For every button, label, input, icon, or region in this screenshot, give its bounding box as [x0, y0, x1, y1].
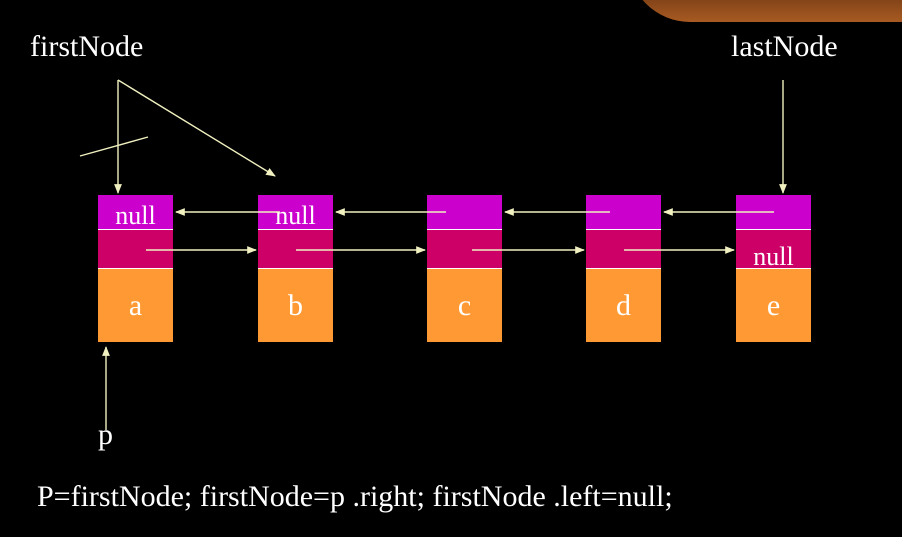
list-node-c: c	[427, 195, 502, 342]
node-data-field: a	[98, 268, 173, 342]
node-left-field	[736, 195, 811, 230]
node-right-text: null	[753, 242, 794, 271]
node-data-field: b	[258, 268, 333, 342]
node-left-field	[586, 195, 661, 230]
node-data-text: b	[288, 289, 303, 322]
code-line: P=firstNode; firstNode=p .right; firstNo…	[37, 480, 673, 513]
list-node-b: null b	[258, 195, 333, 342]
node-left-field	[427, 195, 502, 230]
first-node-label: firstNode	[30, 30, 144, 63]
node-right-field: null	[736, 230, 811, 271]
node-left-text: null	[115, 201, 156, 230]
list-node-e: null e	[736, 195, 811, 342]
node-right-field	[258, 230, 333, 268]
node-right-field	[98, 230, 173, 268]
node-right-field	[427, 230, 502, 268]
cancel-stroke	[79, 136, 149, 157]
node-left-text: null	[275, 201, 316, 230]
node-data-field: d	[586, 268, 661, 342]
node-data-text: c	[457, 289, 472, 322]
node-data-text: a	[128, 289, 143, 322]
decorative-corner-shape	[628, 0, 902, 22]
list-node-a: null a	[98, 195, 173, 342]
list-node-d: d	[586, 195, 661, 342]
node-left-field: null	[98, 195, 173, 230]
node-data-field: e	[736, 268, 811, 342]
node-data-field: c	[427, 268, 502, 342]
node-data-text: e	[766, 289, 781, 322]
node-data-text: d	[616, 289, 631, 322]
last-node-label: lastNode	[731, 30, 838, 63]
first-node-new-pointer	[117, 79, 276, 177]
p-label: p	[98, 418, 113, 451]
node-left-field: null	[258, 195, 333, 230]
node-right-field	[586, 230, 661, 268]
